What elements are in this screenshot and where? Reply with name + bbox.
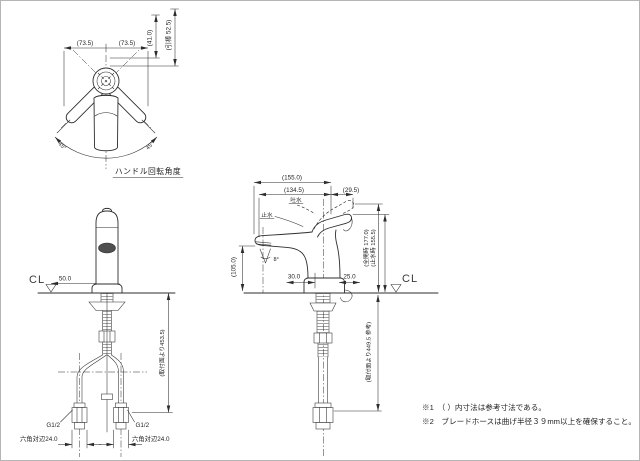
dim-width-right-label: (73.5) xyxy=(119,40,135,47)
drawing-notes: ※1 （ ）内寸法は参考寸法である。 ※2 ブレードホースは曲げ半径３９mm以上… xyxy=(422,402,636,426)
side-hose-length-dimension xyxy=(333,294,382,412)
top-view-depth-dimensions xyxy=(109,8,179,67)
dim-total-label: (155.0) xyxy=(282,175,302,182)
dim-depth-label: (41.0) xyxy=(147,30,154,46)
dim-open-height-label: (全開時 177.0) xyxy=(362,229,370,266)
front-centerline-label: CL xyxy=(29,274,45,286)
top-view-width-dimension xyxy=(63,43,149,107)
front-aerator xyxy=(98,242,116,254)
front-left-fitting xyxy=(71,402,88,430)
thread-right-leader xyxy=(127,409,135,423)
dim-spout-height-label: (105.0) xyxy=(231,257,238,277)
handle-rotation-caption: ハンドル回転角度 xyxy=(115,166,181,176)
hex-right-label: 六角対辺24.0 xyxy=(132,434,170,443)
front-right-fitting xyxy=(113,402,129,430)
dim-reach-label: (134.5) xyxy=(284,187,304,194)
top-view-handle-rotation: 45° 45° (73.5) (73.5) (41.0) (引棒 52.5) ハ… xyxy=(54,8,184,178)
note-2: ※2 ブレードホースは曲げ半径３９mm以上を確保すること。 xyxy=(422,416,636,426)
top-view-faucet-outline xyxy=(65,67,147,152)
dim-lift-rod-label: (引棒 52.5) xyxy=(164,20,173,51)
front-rod-clip xyxy=(101,393,113,400)
rotation-angle-right-label: 45° xyxy=(145,141,155,151)
dim-below-counter-side-label: (取付面より449.5 参考) xyxy=(365,322,373,383)
discharge-position-label: 吐水 xyxy=(290,196,302,204)
side-top-dimensions xyxy=(253,180,354,238)
side-height-dimensions xyxy=(352,203,390,293)
thread-right-label: G1/2 xyxy=(136,422,150,429)
dim-width-left-label: (73.5) xyxy=(77,40,93,47)
front-under-counter-assembly xyxy=(58,292,147,457)
front-view: CL 50.0 xyxy=(20,207,176,457)
side-centerline-label: CL xyxy=(402,273,418,285)
stop-position-label: 止水 xyxy=(261,211,273,219)
dim-closed-height-label: (止水時 155.5) xyxy=(369,229,377,266)
side-base-dimensions xyxy=(286,272,361,289)
thread-left-label: G1/2 xyxy=(46,422,60,429)
note-1: ※1 （ ）内寸法は参考寸法である。 xyxy=(422,402,546,412)
dim-rear-label: 25.0 xyxy=(343,274,356,281)
side-view: CL (155.0) (134.5) (29.5) 吐水 止水 xyxy=(231,175,439,457)
dim-handle-over-label: (29.5) xyxy=(343,187,359,194)
dim-offset-label: 50.0 xyxy=(59,276,72,283)
front-faucet-body xyxy=(91,207,123,294)
top-view-rotation-arc xyxy=(54,119,158,159)
hex-left-label: 六角対辺24.0 xyxy=(20,434,58,443)
dim-below-counter-front-label: (取付面より453.5) xyxy=(158,329,166,376)
side-under-counter-assembly xyxy=(309,292,337,430)
front-hex-dimensions xyxy=(58,429,142,449)
thread-left-leader xyxy=(60,409,73,423)
side-faucet-outline xyxy=(254,199,355,457)
side-spout-height-dimension xyxy=(238,245,256,292)
spout-angle-label: 8° xyxy=(274,257,279,263)
rotation-angle-left-label: 45° xyxy=(57,141,67,151)
front-total-length-dimension xyxy=(131,292,173,413)
front-datum-triangle-icon xyxy=(45,284,57,293)
dim-front-label: 30.0 xyxy=(288,274,301,281)
side-datum-triangle-icon xyxy=(390,284,402,293)
